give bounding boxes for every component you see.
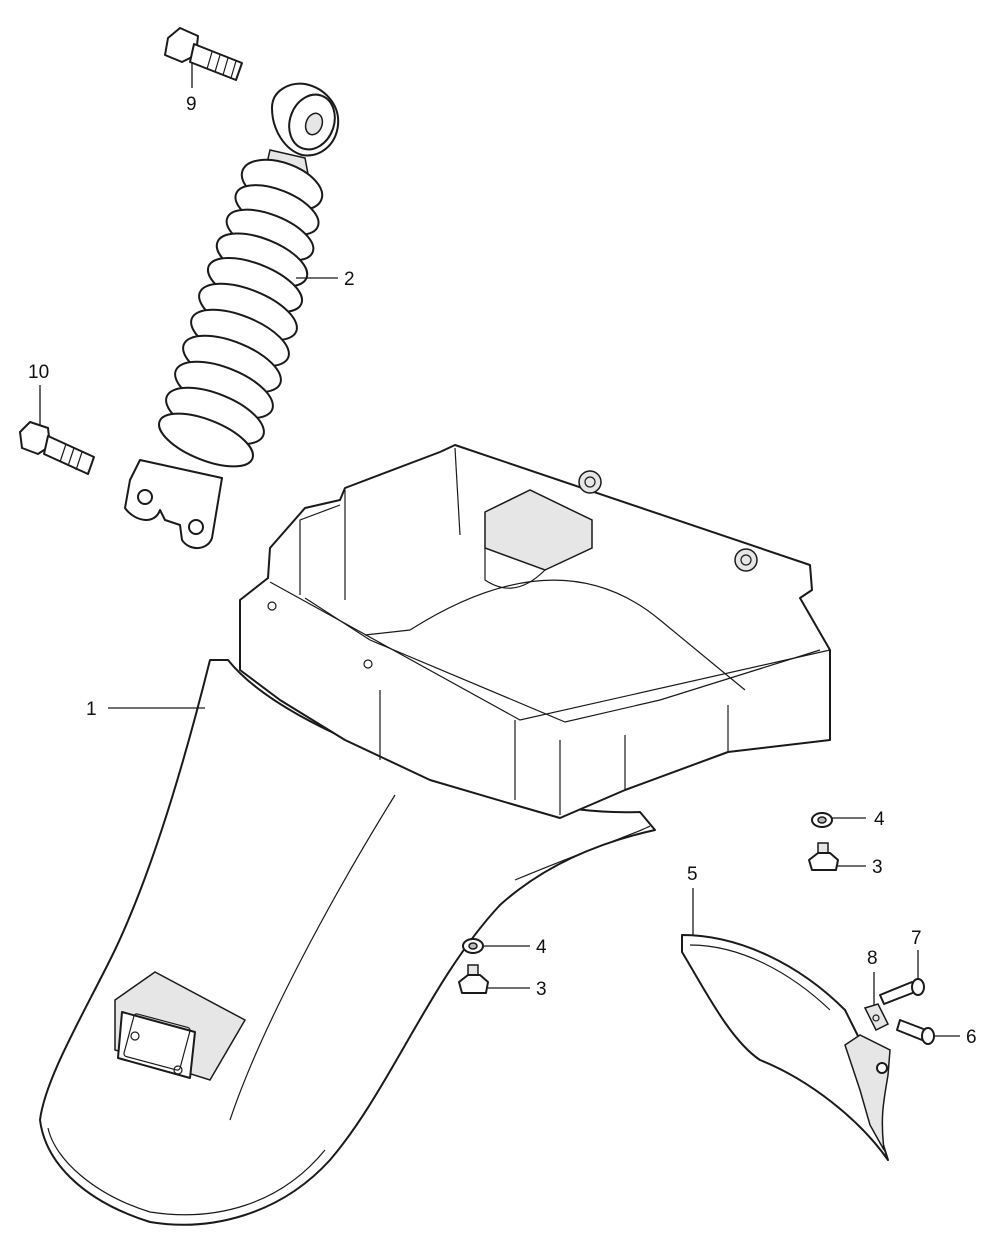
callout-8: 8 (867, 948, 878, 969)
nut-center-part (458, 964, 489, 994)
spring-coils (158, 158, 324, 468)
callout-9: 9 (186, 94, 197, 115)
shock-absorber-part (124, 82, 340, 549)
splash-guard-part (681, 934, 891, 1161)
rear-fender-part (39, 444, 831, 1226)
callout-3-right: 3 (872, 857, 883, 878)
screw-upper-part (879, 978, 925, 1005)
upper-bolt-part (164, 27, 243, 81)
clip-nut-part (863, 1003, 890, 1032)
screw-lower-part (896, 1019, 935, 1045)
callout-10: 10 (28, 362, 49, 383)
callout-5: 5 (687, 864, 698, 885)
callout-1: 1 (86, 699, 97, 720)
callouts: 1 2 9 10 4 3 4 3 5 7 8 6 (28, 94, 977, 1048)
washer-center-part (462, 938, 484, 954)
callout-7: 7 (911, 928, 922, 949)
nut-right-part (808, 842, 839, 871)
lower-bolt-part (19, 421, 95, 475)
callout-4-right: 4 (874, 809, 885, 830)
leader-lines (39, 62, 960, 1037)
callout-3-center: 3 (536, 979, 547, 1000)
callout-4-center: 4 (536, 937, 547, 958)
callout-2: 2 (344, 269, 355, 290)
washer-right-part (811, 812, 833, 828)
callout-6: 6 (966, 1027, 977, 1048)
